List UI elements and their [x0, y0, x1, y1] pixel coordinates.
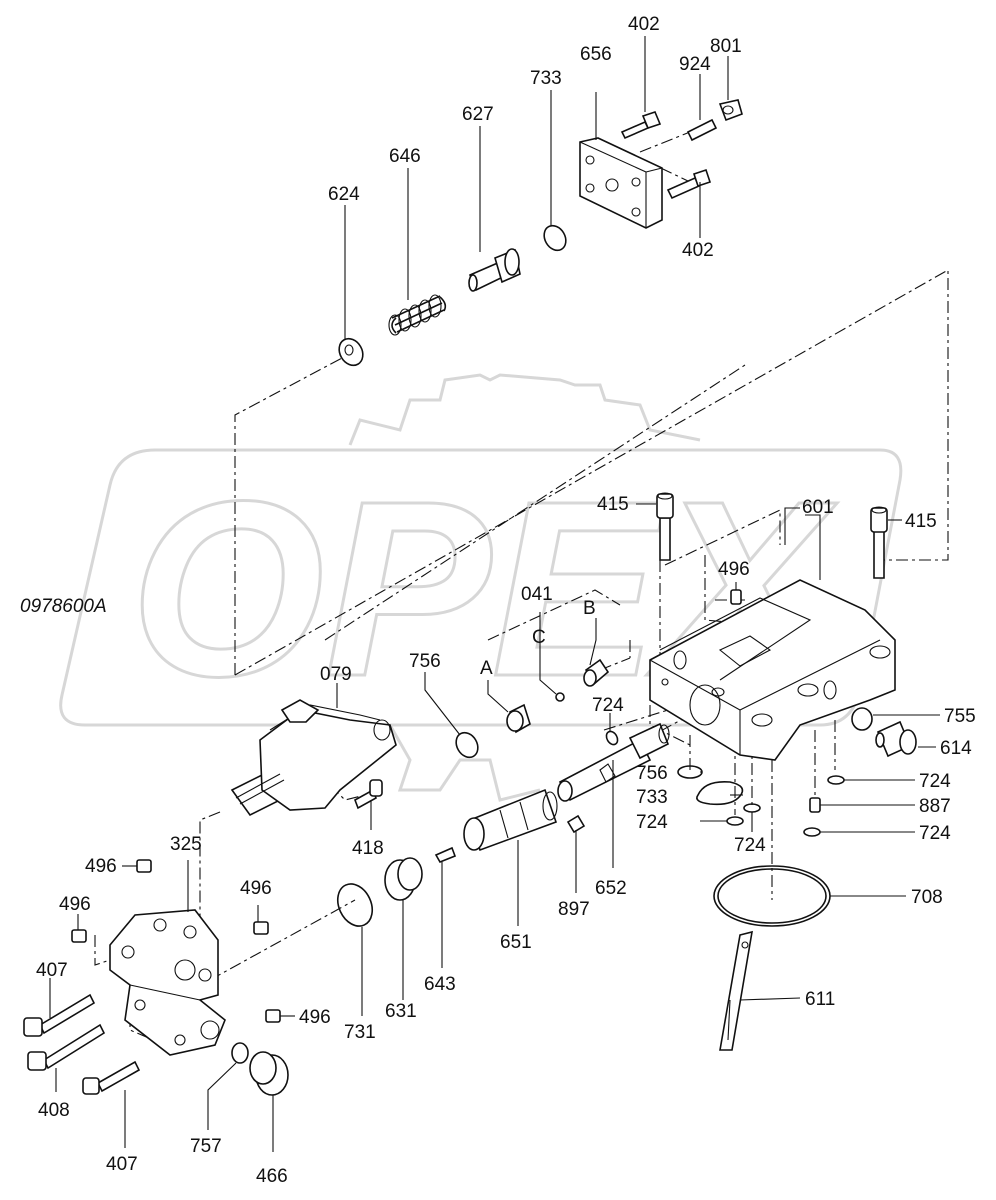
part-079-solenoid [230, 699, 397, 817]
tag-c: C [532, 627, 546, 648]
callout-496-a: 496 [85, 856, 117, 877]
callout-724-upper: 724 [592, 695, 624, 716]
part-656-cover-plate [579, 137, 663, 229]
callout-897: 897 [558, 899, 590, 920]
callout-756-left: 756 [409, 651, 441, 672]
leader-lines [49, 36, 940, 1152]
callout-731: 731 [344, 1022, 376, 1043]
callout-627: 627 [462, 104, 494, 125]
part-627-spring-seat [468, 248, 521, 292]
callout-325: 325 [170, 834, 202, 855]
part-624-washer [338, 337, 364, 367]
callout-755: 755 [944, 706, 976, 727]
callout-408: 408 [38, 1100, 70, 1121]
callout-656: 656 [580, 44, 612, 65]
callout-079: 079 [320, 664, 352, 685]
part-496-plug-top [730, 589, 742, 605]
callout-402-bottom: 402 [682, 240, 714, 261]
callout-611: 611 [805, 989, 835, 1010]
callout-496-c: 496 [59, 894, 91, 915]
callout-708: 708 [911, 887, 943, 908]
callout-402-top: 402 [628, 14, 660, 35]
part-407-bolt-lower [82, 1060, 141, 1095]
part-402-bolt-lower [666, 168, 712, 200]
part-724-o-ring-small [605, 730, 619, 746]
part-402-bolt-upper [620, 111, 662, 140]
part-897-pin [566, 814, 586, 834]
part-924-set-screw [686, 118, 718, 142]
part-756-o-ring-left [455, 731, 479, 759]
callout-407-top: 407 [36, 960, 68, 981]
callout-466: 466 [256, 1166, 288, 1187]
callout-652: 652 [595, 878, 627, 899]
callout-733-right: 733 [636, 787, 668, 808]
part-731-o-ring [336, 883, 374, 927]
part-643-pin [434, 846, 457, 864]
callout-624: 624 [328, 184, 360, 205]
callout-496-top: 496 [718, 559, 750, 580]
part-466-plug [249, 1051, 289, 1096]
callout-415-left: 415 [597, 494, 629, 515]
callout-418: 418 [352, 838, 384, 859]
part-325-valve-block [109, 909, 226, 1056]
callout-646: 646 [389, 146, 421, 167]
callout-407-bottom: 407 [106, 1154, 138, 1175]
callout-724-r2: 724 [919, 823, 951, 844]
part-407-bolt-upper [23, 993, 96, 1037]
callout-614: 614 [940, 738, 972, 759]
part-496-plugs [71, 859, 281, 1023]
part-755-o-ring [851, 707, 873, 731]
part-651-sleeve [463, 788, 558, 852]
callout-724-center: 724 [734, 835, 766, 856]
callout-041: 041 [521, 584, 553, 605]
part-631-retainer [384, 857, 423, 901]
part-415-socket-bolt-left [656, 492, 674, 561]
callout-801: 801 [710, 36, 742, 57]
tag-a: A [480, 658, 493, 679]
part-887-pin [809, 797, 821, 813]
tag-b-plug [583, 658, 610, 687]
callout-733-top: 733 [530, 68, 562, 89]
callout-651: 651 [500, 932, 532, 953]
tag-a-plug [487, 618, 597, 734]
tag-b: B [583, 598, 596, 619]
part-418-bolt [354, 779, 383, 810]
callout-757: 757 [190, 1136, 222, 1157]
part-601-valve-body [649, 579, 896, 761]
callout-601: 601 [802, 497, 834, 518]
callout-643: 643 [424, 974, 456, 995]
part-611-lever [719, 930, 753, 1051]
part-652-spool [557, 722, 670, 802]
callout-631: 631 [385, 1001, 417, 1022]
part-646-spring [388, 294, 447, 336]
callout-496-b: 496 [240, 878, 272, 899]
part-614-plug [875, 720, 917, 758]
part-415-socket-bolt-right [870, 506, 888, 579]
callout-887: 887 [919, 796, 951, 817]
callout-415-right: 415 [905, 511, 937, 532]
callout-924: 924 [679, 54, 711, 75]
callout-labels: 0978600A 402 656 801 924 733 627 646 624… [20, 14, 976, 1187]
drawing-reference: 0978600A [20, 596, 107, 617]
callout-724-r1: 724 [919, 771, 951, 792]
callout-724-left: 724 [636, 812, 668, 833]
part-724-o-rings [726, 775, 845, 837]
part-408-bolt [27, 1023, 106, 1071]
tag-c-ball [539, 635, 565, 702]
part-801-nut [718, 99, 743, 122]
part-733-o-ring-right [696, 780, 744, 806]
part-757-o-ring [231, 1042, 249, 1064]
part-733-o-ring-upper [543, 224, 567, 252]
callout-756-right: 756 [636, 763, 668, 784]
callout-496-d: 496 [299, 1007, 331, 1028]
